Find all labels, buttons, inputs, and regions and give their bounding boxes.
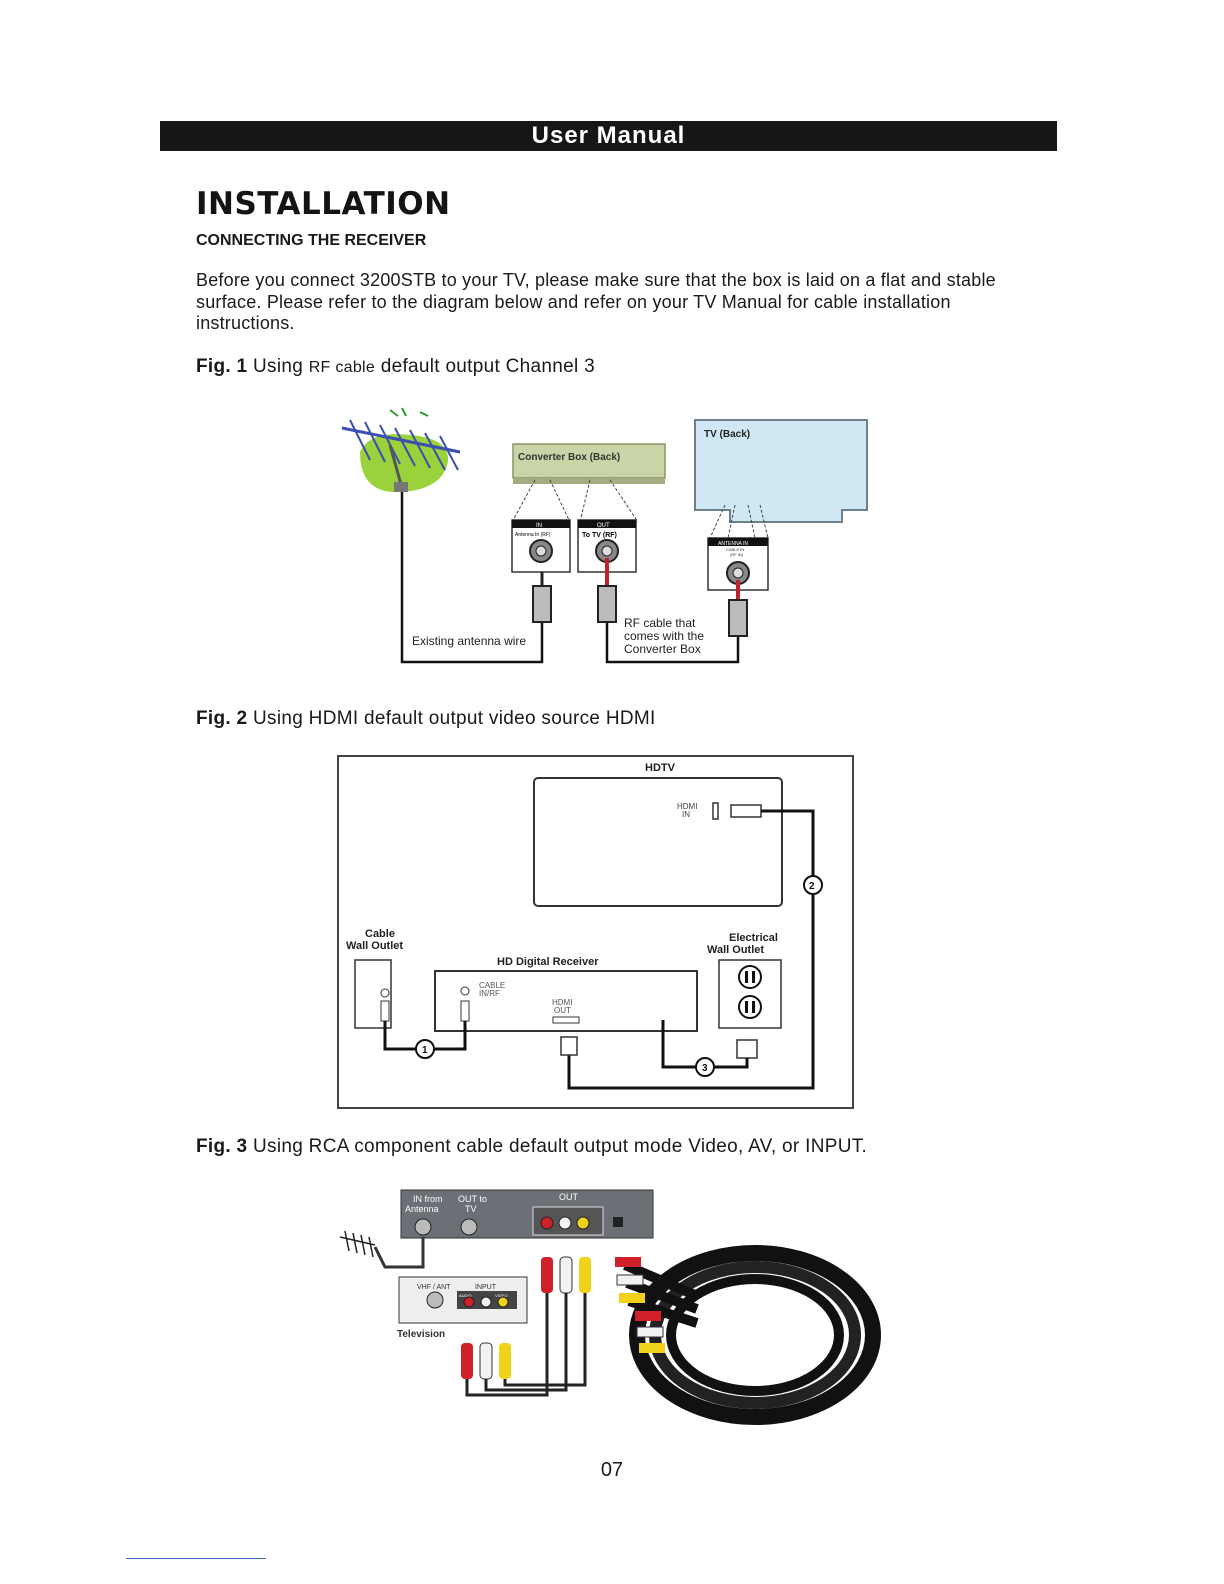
fig2-label: Fig. 2 — [196, 708, 248, 729]
tv-back-label: TV (Back) — [704, 429, 750, 440]
page-number: 07 — [600, 1459, 624, 1481]
in-port: IN Antenna In (RF) — [511, 519, 571, 573]
television-label: Television — [397, 1329, 445, 1340]
converter-box-label: Converter Box (Back) — [518, 452, 620, 463]
out-to-label-1: OUT to — [458, 1194, 487, 1204]
fig1-label: Fig. 1 — [196, 356, 248, 377]
marker-2 — [803, 875, 823, 895]
fig2-caption: Fig. 2 Using HDMI default output video s… — [196, 707, 656, 731]
header-title: User Manual — [531, 122, 686, 149]
out-port-sub: To TV (RF) — [582, 532, 617, 539]
hdmi-out-label-2: OUT — [554, 1006, 571, 1015]
hdmi-out-label-1: HDMI — [552, 998, 572, 1007]
rf-cable-label-2: comes with the — [624, 629, 704, 643]
marker-3 — [695, 1057, 715, 1077]
existing-wire-label: Existing antenna wire — [412, 634, 526, 648]
rca-cable-coil — [615, 1245, 881, 1425]
hdmi-in-label-1: HDMI — [677, 802, 697, 811]
input-label: INPUT — [475, 1284, 497, 1291]
electrical-outlet-label-1: Electrical — [729, 932, 778, 944]
fig1-caption-post: default output Channel 3 — [380, 356, 595, 377]
marker-1-label: 1 — [422, 1045, 428, 1056]
converter-box: Converter Box (Back) — [511, 443, 666, 523]
antenna-icon — [341, 407, 461, 493]
fig1-caption-small: RF cable — [308, 359, 376, 376]
fig3-label: Fig. 3 — [196, 1136, 248, 1157]
in-from-label-1: IN from — [413, 1194, 443, 1204]
cable-outlet-label-2: Wall Outlet — [346, 940, 403, 952]
in-port-label: IN — [536, 523, 542, 529]
antenna-in-label: ANTENNA IN — [718, 541, 748, 547]
hdtv-box — [533, 777, 783, 907]
hdmi-plug-tv — [730, 804, 762, 818]
fig2-diagram: HDTV HDMI IN 2 Cable Wall Outlet HD Digi… — [337, 755, 854, 1109]
fig1-caption-pre: Using — [253, 356, 304, 377]
fig2-caption-text: Using HDMI default output video source H… — [253, 708, 656, 729]
hdtv-label: HDTV — [645, 762, 676, 774]
fig3-caption: Fig. 3 Using RCA component cable default… — [196, 1135, 867, 1159]
hd-receiver — [434, 970, 698, 1032]
out-label: OUT — [559, 1192, 579, 1202]
fig3-caption-text: Using RCA component cable default output… — [253, 1136, 868, 1157]
fig1-caption: Fig. 1 Using RF cable default output Cha… — [196, 355, 595, 380]
footnote-rule — [126, 1558, 266, 1559]
section-title: INSTALLATION — [196, 186, 451, 222]
hdmi-in-port — [712, 802, 719, 820]
marker-3-label: 3 — [702, 1063, 708, 1074]
header-bar: User Manual — [160, 121, 1057, 151]
audio-label: AUDIO — [459, 1293, 472, 1298]
fig1-diagram: Converter Box (Back) IN Antenna In (RF) … — [341, 407, 868, 664]
out-to-label-2: TV — [465, 1204, 477, 1214]
cable-in-label-1: CABLE — [479, 981, 505, 990]
out-port-label: OUT — [597, 523, 610, 529]
receiver-label: HD Digital Receiver — [497, 956, 599, 968]
electrical-outlet-label-2: Wall Outlet — [707, 944, 764, 956]
in-port-sub: Antenna In (RF) — [515, 532, 551, 538]
small-antenna-icon — [339, 1230, 425, 1269]
marker-2-label: 2 — [809, 881, 815, 892]
fig3-diagram: IN from Antenna OUT to TV OUT VHF / ANT … — [339, 1189, 881, 1425]
subsection-title: CONNECTING THE RECEIVER — [196, 232, 427, 249]
hdmi-in-label-2: IN — [682, 810, 690, 819]
marker-1 — [415, 1039, 435, 1059]
vhf-ant-label: VHF / ANT — [417, 1284, 451, 1291]
antenna-in-sub1: CABLE IN — [726, 547, 744, 552]
rf-cable-label-1: RF cable that — [624, 616, 696, 630]
rf-cable-label-3: Converter Box — [624, 642, 701, 656]
cable-outlet-label-1: Cable — [365, 928, 395, 940]
intro-paragraph: Before you connect 3200STB to your TV, p… — [196, 270, 996, 333]
rca-receiver-back — [400, 1189, 654, 1239]
antenna-in-sub2: (RF IN) — [730, 552, 744, 557]
tv-back: TV (Back) — [694, 419, 868, 539]
in-from-label-2: Antenna — [405, 1204, 439, 1214]
video-label: VIDEO — [495, 1293, 507, 1298]
cable-in-label-2: IN/RF — [479, 989, 500, 998]
